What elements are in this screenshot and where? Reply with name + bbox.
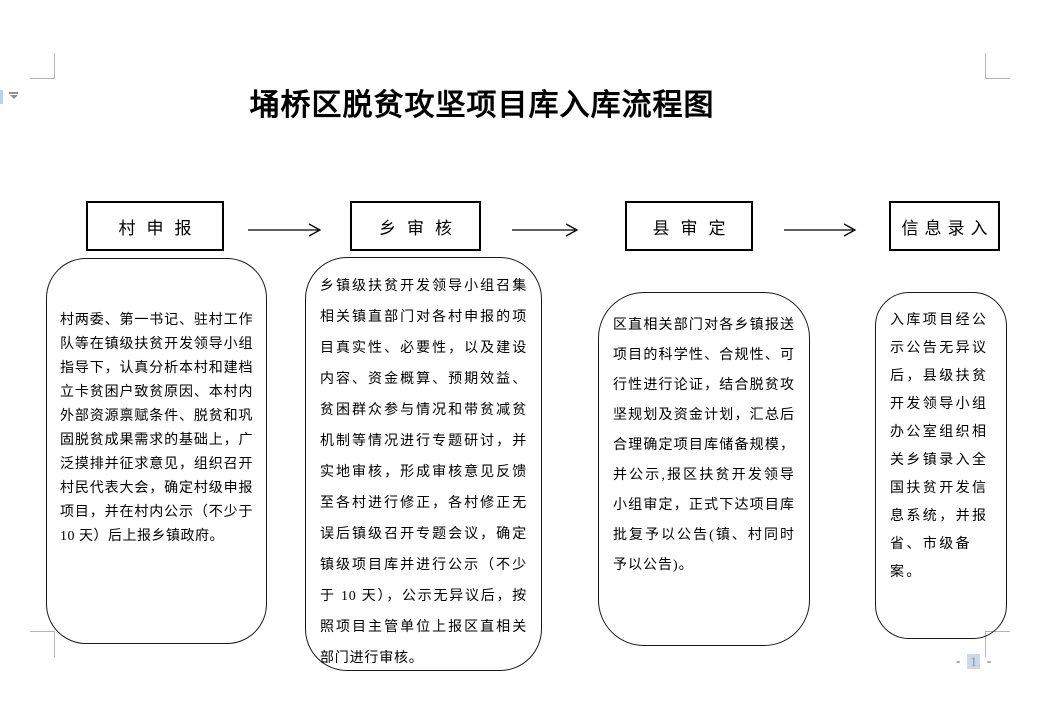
- flow-arrow-icon: [784, 223, 857, 237]
- stage-box-township-review: 乡审核: [350, 201, 481, 251]
- stage-description-county-approval: 区直相关部门对各乡镇报送项目的科学性、合规性、可行性进行论证，结合脱贫攻坚规划及…: [598, 292, 810, 646]
- flow-arrow-icon: [512, 223, 579, 237]
- stage-box-information-entry: 信息录入: [889, 201, 1000, 251]
- page-number: - 1 -: [956, 653, 991, 669]
- page-number-field: 1: [967, 653, 980, 669]
- stage-box-county-approval: 县审定: [625, 201, 753, 251]
- stage-label: 乡审核: [379, 218, 463, 238]
- stage-description-township-review: 乡镇级扶贫开发领导小组召集相关镇直部门对各村申报的项目真实性、必要性，以及建设内…: [305, 257, 542, 671]
- stage-label: 县审定: [652, 218, 737, 238]
- stage-description-village-declaration: 村两委、第一书记、驻村工作队等在镇级扶贫开发领导小组指导下，认真分析本村和建档立…: [46, 258, 267, 644]
- left-margin-bar: [0, 90, 3, 104]
- page-number-dash: -: [956, 653, 961, 668]
- text-boundary-mark-bottom-right: [985, 631, 1010, 657]
- text-boundary-mark-top-right: [985, 53, 1010, 79]
- stage-box-village-declaration: 村申报: [86, 201, 224, 251]
- text-boundary-mark-top-left: [30, 53, 55, 79]
- collapse-triangle-icon: [9, 92, 21, 102]
- flow-arrow-icon: [248, 223, 322, 237]
- page-title: 埇桥区脱贫攻坚项目库入库流程图: [249, 89, 715, 122]
- stage-description-text: 乡镇级扶贫开发领导小组召集相关镇直部门对各村申报的项目真实性、必要性，以及建设内…: [320, 279, 527, 666]
- stage-description-text: 入库项目经公示公告无异议后，县级扶贫开发领导小组办公室组织相关乡镇录入全国扶贫开…: [890, 313, 989, 580]
- stage-description-text: 区直相关部门对各乡镇报送项目的科学性、合规性、可行性进行论证，结合脱贫攻坚规划及…: [613, 318, 795, 573]
- stage-description-information-entry: 入库项目经公示公告无异议后，县级扶贫开发领导小组办公室组织相关乡镇录入全国扶贫开…: [875, 292, 1007, 639]
- text-boundary-mark-bottom-left: [30, 631, 55, 657]
- stage-description-text: 村两委、第一书记、驻村工作队等在镇级扶贫开发领导小组指导下，认真分析本村和建档立…: [60, 313, 253, 544]
- page-number-dash: -: [986, 653, 992, 668]
- stage-label: 信息录入: [901, 218, 994, 238]
- stage-label: 村申报: [118, 218, 203, 238]
